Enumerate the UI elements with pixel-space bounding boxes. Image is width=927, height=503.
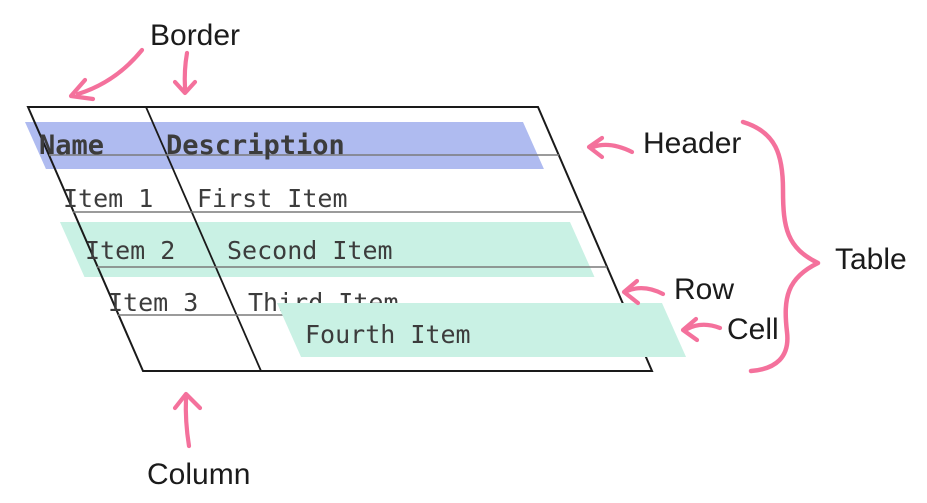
label-column: Column xyxy=(147,458,251,491)
cell-arrow-icon xyxy=(680,316,723,343)
header-cell-description: Description xyxy=(166,130,345,161)
cell-row1-description: First Item xyxy=(197,184,348,213)
cell-row2-description: Second Item xyxy=(227,236,393,265)
table-outer-border xyxy=(26,106,654,372)
border-arrow-left-icon xyxy=(68,47,145,102)
header-arrow-icon xyxy=(586,135,635,160)
cell-row2-name: Item 2 xyxy=(85,236,176,265)
label-border: Border xyxy=(150,19,241,52)
cell-row1-name: Item 1 xyxy=(63,184,154,213)
cell-row3-name: Item 3 xyxy=(108,288,199,317)
cell-row4-description: Fourth Item xyxy=(305,320,471,349)
label-cell: Cell xyxy=(727,313,779,346)
column-arrow-icon xyxy=(172,391,203,449)
label-row: Row xyxy=(674,273,735,306)
table-brace-icon xyxy=(740,119,821,374)
column-separator-line xyxy=(145,106,262,372)
header-cell-name: Name xyxy=(39,130,105,161)
border-arrow-down-icon xyxy=(172,50,198,96)
label-table: Table xyxy=(835,243,907,276)
row-arrow-icon xyxy=(621,278,666,306)
label-header: Header xyxy=(643,127,742,160)
